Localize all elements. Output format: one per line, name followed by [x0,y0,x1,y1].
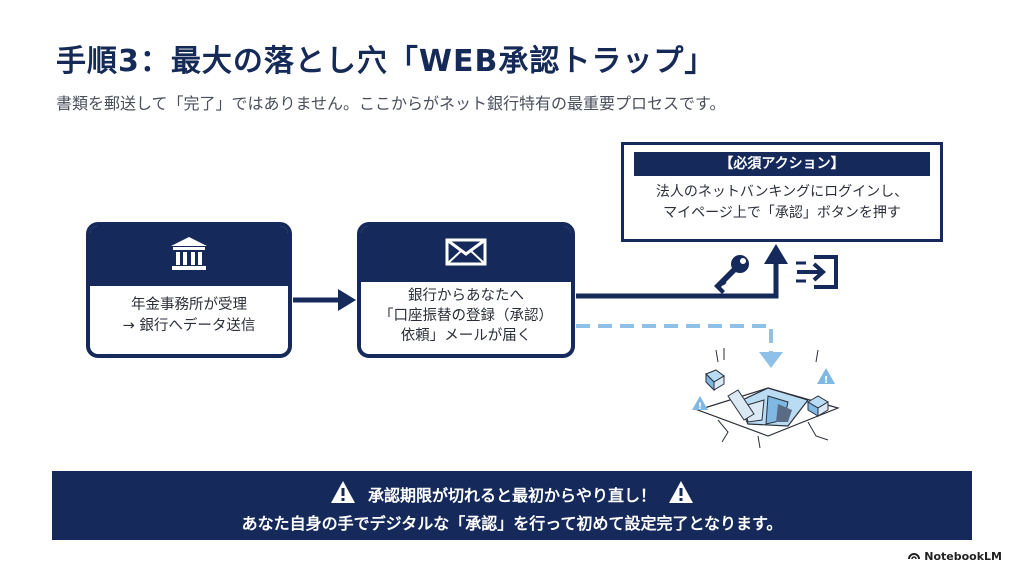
step-card-header [361,226,571,282]
brand-label: NotebookLM [924,550,1002,563]
broken-ground-icon: ! ! [692,348,840,449]
login-icon [796,255,838,289]
step1-line2: → 銀行へデータ送信 [122,318,256,334]
warning-icon [668,480,694,511]
arrow-to-action-head [764,244,788,264]
action-header: 【必須アクション】 [634,152,930,176]
step-card-text: 年金事務所が受理 → 銀行へデータ送信 [90,286,288,337]
bank-icon [169,235,209,277]
notebooklm-logo-icon [908,550,921,563]
svg-text:!: ! [698,402,702,412]
key-icon [714,255,749,294]
warning-icon [330,480,356,511]
warning-banner: 承認期限が切れると最初からやり直し！ あなた自身の手でデジタルな「承認」を行って… [52,471,972,540]
required-action-box: 【必須アクション】 法人のネットバンキングにログインし、 マイページ上で「承認」… [621,142,943,242]
arrow-step1-to-step2-head [338,289,356,311]
envelope-icon [445,238,487,270]
step-card-bank-mail: 銀行からあなたへ 「口座振替の登録（承認） 依頼」メールが届く [357,222,575,358]
page-title: 手順3：最大の落とし穴「WEB承認トラップ」 [56,44,716,79]
brand-watermark: NotebookLM [908,550,1002,563]
action-line1: 法人のネットバンキングにログインし、 [655,184,909,200]
page-subtitle: 書類を郵送して「完了」ではありません。ここからがネット銀行特有の最重要プロセスで… [56,94,726,113]
action-text: 法人のネットバンキングにログインし、 マイページ上で「承認」ボタンを押す [624,182,940,224]
banner-line2: あなた自身の手でデジタルな「承認」を行って初めて設定完了となります。 [241,514,783,533]
action-line2: マイページ上で「承認」ボタンを押す [663,205,901,221]
step2-line1: 銀行からあなたへ [408,288,524,304]
step2-line3: 依頼」メールが届く [400,328,532,344]
banner-row1: 承認期限が切れると最初からやり直し！ [52,480,972,511]
step-card-pension-office: 年金事務所が受理 → 銀行へデータ送信 [86,222,292,358]
svg-text:!: ! [824,375,829,386]
step2-line2: 「口座振替の登録（承認） [379,308,553,324]
step-card-text: 銀行からあなたへ 「口座振替の登録（承認） 依頼」メールが届く [361,282,571,346]
dashed-path-head [759,352,783,368]
arrow-to-action [576,262,779,299]
step-card-header [90,226,288,286]
banner-line1: 承認期限が切れると最初からやり直し！ [367,485,656,505]
step1-line1: 年金事務所が受理 [131,297,247,313]
